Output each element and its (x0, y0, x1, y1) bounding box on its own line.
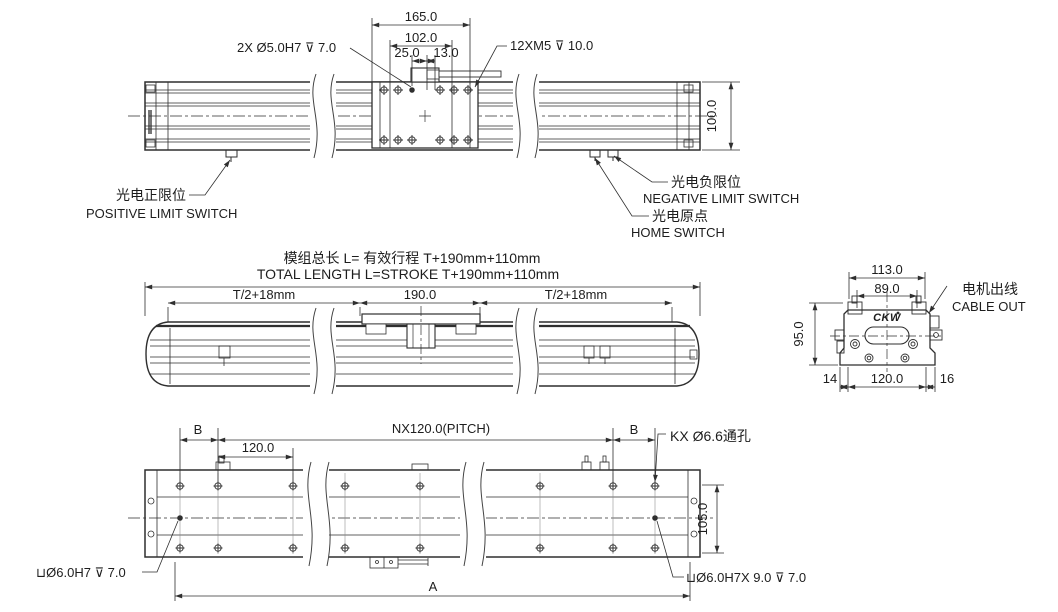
dim-120-bottom: 120.0 (242, 440, 275, 455)
cable-out-label-en: CABLE OUT (952, 299, 1026, 314)
positive-limit-label-cn: 光电正限位 (116, 187, 186, 203)
top-view-geometry (128, 67, 717, 162)
cable-out-leader (928, 285, 948, 314)
pin-holes-label: 2X Ø5.0H7 ⊽ 7.0 (237, 40, 336, 55)
side-view-geometry (145, 306, 700, 387)
negative-limit-label-en: NEGATIVE LIMIT SWITCH (643, 191, 799, 206)
end-view-body (839, 309, 936, 366)
dim-120-endview: 120.0 (871, 371, 904, 386)
brand-logo: CKW (873, 312, 902, 324)
dim-13: 13.0 (433, 45, 458, 60)
pin-hole-right-label: ⊔Ø6.0H7X 9.0 ⊽ 7.0 (686, 570, 806, 585)
dim-89: 89.0 (874, 281, 899, 296)
bottom-view-dimensions (142, 428, 724, 601)
side-view-texts: 模组总长 L= 有效行程 T+190mm+110mm TOTAL LENGTH … (233, 250, 608, 302)
length-note-en: TOTAL LENGTH L=STROKE T+190mm+110mm (257, 266, 559, 282)
pin-hole-left-label: ⊔Ø6.0H7 ⊽ 7.0 (36, 565, 126, 580)
dim-a: A (429, 579, 438, 594)
end-view-texts: 113.0 89.0 95.0 14 120.0 16 电机出线 CABLE O… (791, 262, 1026, 386)
motor-label-strip (148, 110, 152, 134)
dim-16: 16 (940, 371, 954, 386)
end-view-centerlines (830, 292, 944, 372)
dim-b-left: B (194, 422, 203, 437)
thread-holes-label: 12XM5 ⊽ 10.0 (510, 38, 593, 53)
bottom-mount-holes (175, 481, 660, 553)
dim-t2-left: T/2+18mm (233, 287, 296, 302)
end-view-geometry (830, 292, 944, 372)
end-view-dimensions (809, 272, 948, 392)
dim-95: 95.0 (791, 321, 806, 346)
pin-hole-left-leader (142, 520, 179, 573)
pin-holes-leader (349, 47, 412, 88)
negative-limit-label-cn: 光电负限位 (671, 174, 741, 190)
thread-holes-leader (474, 45, 507, 88)
negative-limit-leader (613, 155, 668, 183)
dim-pitch: NX120.0(PITCH) (392, 421, 490, 436)
bottom-drive-block (369, 556, 429, 569)
bottom-view-geometry (128, 455, 716, 569)
pin-hole-dot-right (652, 515, 658, 521)
top-view-breaks (310, 73, 539, 159)
positive-limit-leader (189, 159, 231, 196)
pin-hole-dot-left (177, 515, 183, 521)
home-switch-leader (594, 157, 649, 217)
limit-switch-blocks (225, 149, 619, 162)
dim-190: 190.0 (404, 287, 437, 302)
dim-t2-right: T/2+18mm (545, 287, 608, 302)
dim-102: 102.0 (405, 30, 438, 45)
end-view-holes (850, 339, 918, 363)
cable-out-label-cn: 电机出线 (962, 281, 1018, 297)
dim-113: 113.0 (871, 262, 903, 277)
through-holes-leader (653, 433, 666, 483)
top-view-texts: 165.0 102.0 25.0 13.0 2X Ø5.0H7 ⊽ 7.0 12… (86, 9, 799, 240)
dim-14: 14 (823, 371, 837, 386)
cable-connector (929, 315, 940, 329)
carriage-mount-holes (379, 85, 473, 145)
positive-limit-label-en: POSITIVE LIMIT SWITCH (86, 206, 237, 221)
length-note-cn: 模组总长 L= 有效行程 T+190mm+110mm (284, 250, 541, 266)
home-switch-label-cn: 光电原点 (652, 208, 708, 224)
bottom-view-breaks (303, 461, 486, 567)
through-holes-label: KX Ø6.6通孔 (670, 428, 751, 444)
dim-105: 105.0 (695, 503, 710, 536)
home-switch-label-en: HOME SWITCH (631, 225, 725, 240)
side-view-dimensions (144, 282, 701, 322)
top-view-dimensions (189, 18, 740, 217)
dim-165: 165.0 (405, 9, 438, 24)
bottom-view-texts: B NX120.0(PITCH) 120.0 B KX Ø6.6通孔 105.0… (36, 421, 806, 594)
dim-b-right: B (630, 422, 639, 437)
pin-hole-dot (409, 87, 415, 93)
dim-100: 100.0 (704, 100, 719, 133)
side-view-breaks (310, 307, 539, 395)
dim-25: 25.0 (394, 45, 419, 60)
pin-hole-right-leader (656, 520, 684, 578)
